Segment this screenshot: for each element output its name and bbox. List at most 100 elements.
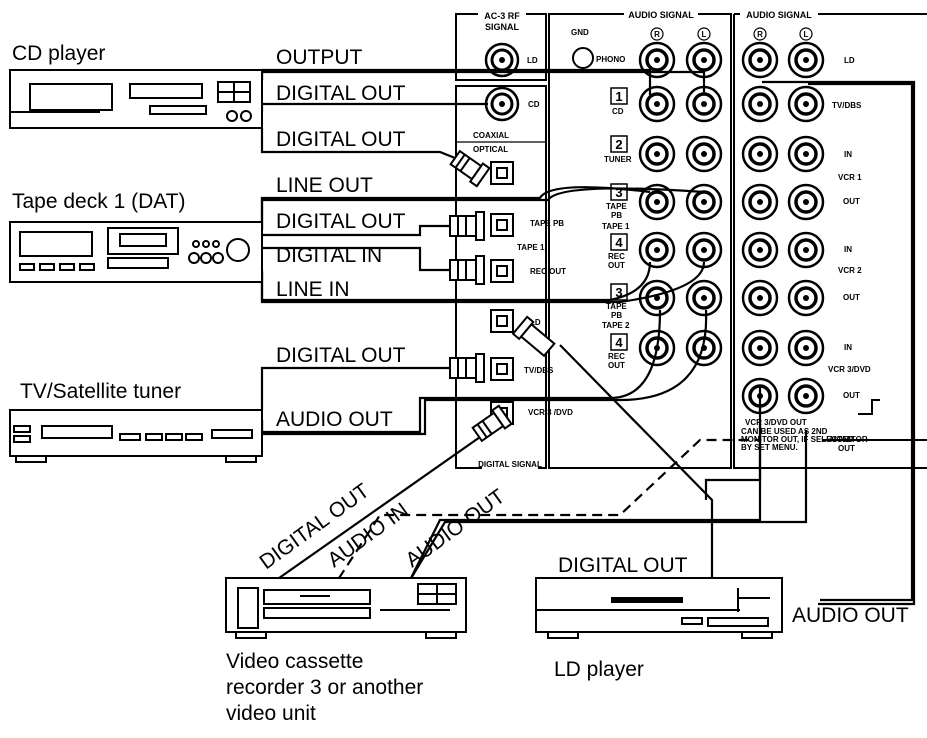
tape-line-in-label: LINE IN bbox=[276, 278, 350, 301]
audio-signal-header: AUDIO SIGNAL bbox=[628, 10, 694, 20]
svg-text:OUT: OUT bbox=[843, 391, 860, 400]
svg-text:OUT: OUT bbox=[838, 444, 855, 453]
svg-text:LD: LD bbox=[844, 56, 855, 65]
rca-jack bbox=[787, 329, 825, 367]
rca-jack bbox=[638, 231, 676, 269]
device-labels: CD player Tape deck 1 (DAT) TV/Satellite… bbox=[12, 42, 644, 725]
rca-jack bbox=[787, 231, 825, 269]
rca-jack bbox=[787, 41, 825, 79]
rca-jack bbox=[741, 183, 779, 221]
rca-jack bbox=[638, 135, 676, 173]
optical-label: OPTICAL bbox=[473, 145, 508, 154]
cd-output-label: OUTPUT bbox=[276, 46, 363, 69]
svg-text:VCR 2: VCR 2 bbox=[838, 266, 862, 275]
ac3-ld-label: LD bbox=[527, 56, 538, 65]
vcr-label-2: recorder 3 or another bbox=[226, 676, 423, 699]
optical-ports bbox=[490, 161, 514, 425]
svg-text:R: R bbox=[757, 30, 763, 39]
svg-text:BY SET MENU.: BY SET MENU. bbox=[741, 443, 798, 452]
cd-player bbox=[9, 69, 263, 129]
svg-text:L: L bbox=[702, 30, 707, 39]
rca-jack bbox=[787, 135, 825, 173]
gnd-terminal bbox=[572, 47, 594, 69]
coaxial-label: COAXIAL bbox=[473, 131, 509, 140]
svg-text:TAPE 1: TAPE 1 bbox=[602, 222, 630, 231]
svg-text:TAPE: TAPE bbox=[606, 202, 627, 211]
channel-markers: R L R L bbox=[650, 27, 813, 41]
coax-cd-label: CD bbox=[528, 100, 540, 109]
optical-labels: TAPE PB TAPE 1 REC OUT LD TV/DBS VCR 3 /… bbox=[517, 219, 573, 417]
digital-signal-label: DIGITAL SIGNAL bbox=[478, 460, 542, 469]
rca-jack bbox=[741, 85, 779, 123]
ld-optical-label: LD bbox=[530, 318, 541, 327]
svg-text:L: L bbox=[804, 30, 809, 39]
rca-jack bbox=[685, 231, 723, 269]
phono-label: PHONO bbox=[596, 55, 625, 64]
audio-jack-grid bbox=[638, 41, 825, 415]
tv-tuner-label: TV/Satellite tuner bbox=[20, 380, 181, 403]
rca-jack bbox=[741, 41, 779, 79]
tape-line-out-label: LINE OUT bbox=[276, 174, 373, 197]
tv-audio-out-label: AUDIO OUT bbox=[276, 408, 393, 431]
cd-digital-out-label-1: DIGITAL OUT bbox=[276, 82, 406, 105]
rca-jack bbox=[638, 85, 676, 123]
rca-jack bbox=[787, 377, 825, 415]
svg-text:REC: REC bbox=[608, 352, 625, 361]
cd-player-label: CD player bbox=[12, 42, 105, 65]
ld-player-label: LD player bbox=[554, 658, 644, 681]
svg-text:OUT: OUT bbox=[608, 361, 625, 370]
jack-coaxial-cd bbox=[484, 86, 520, 122]
vcr bbox=[225, 577, 467, 639]
tape-deck bbox=[9, 221, 263, 283]
ac3-title-2: SIGNAL bbox=[485, 22, 520, 32]
vcr-audio-in-cable bbox=[329, 398, 762, 593]
rca-jack bbox=[741, 329, 779, 367]
svg-text:OUT: OUT bbox=[843, 197, 860, 206]
rca-jack bbox=[638, 183, 676, 221]
tvdbs-optical-label: TV/DBS bbox=[524, 366, 554, 375]
rec-out-label: REC OUT bbox=[530, 267, 566, 276]
ld-audio-out-label: AUDIO OUT bbox=[792, 604, 909, 627]
svg-text:4: 4 bbox=[615, 335, 623, 350]
tape-digital-out-label: DIGITAL OUT bbox=[276, 210, 406, 233]
rca-jack bbox=[741, 231, 779, 269]
svg-text:4: 4 bbox=[615, 235, 623, 250]
gnd-label: GND bbox=[571, 28, 589, 37]
svg-text:MONITOR: MONITOR bbox=[830, 435, 868, 444]
ld-digital-out-label: DIGITAL OUT bbox=[558, 554, 688, 577]
svg-text:PB: PB bbox=[611, 211, 622, 220]
rca-jack bbox=[787, 85, 825, 123]
svg-text:OUT: OUT bbox=[843, 293, 860, 302]
tape1-label: TAPE 1 bbox=[517, 243, 545, 252]
vcr-audio-out-label: AUDIO OUT bbox=[401, 485, 509, 572]
vcr3-optical-label: VCR 3 /DVD bbox=[528, 408, 573, 417]
cable-labels: OUTPUT DIGITAL OUT DIGITAL OUT LINE OUT … bbox=[255, 46, 908, 627]
svg-text:VCR 3/DVD OUT: VCR 3/DVD OUT bbox=[745, 418, 807, 427]
svg-text:3: 3 bbox=[615, 185, 622, 200]
ac3-title-1: AC-3 RF bbox=[484, 11, 520, 21]
svg-text:CD: CD bbox=[612, 107, 624, 116]
svg-text:VCR 1: VCR 1 bbox=[838, 173, 862, 182]
svg-text:VCR 3/DVD: VCR 3/DVD bbox=[828, 365, 871, 374]
rca-jack bbox=[741, 279, 779, 317]
svg-text:R: R bbox=[654, 30, 660, 39]
svg-text:IN: IN bbox=[844, 150, 852, 159]
vcr-label-3: video unit bbox=[226, 702, 316, 725]
panel-labels: AC-3 RF SIGNAL AUDIO SIGNAL AUDIO SIGNAL… bbox=[478, 8, 818, 470]
svg-text:TV/DBS: TV/DBS bbox=[832, 101, 862, 110]
tape-pb-label: TAPE PB bbox=[530, 219, 564, 228]
audio-input-labels: 1 CD 2 TUNER 3 TAPE PB TAPE 1 4 REC OUT … bbox=[602, 87, 632, 370]
ld-player bbox=[535, 577, 783, 639]
vcr-digital-out-label: DIGITAL OUT bbox=[255, 479, 373, 574]
svg-text:OUT: OUT bbox=[608, 261, 625, 270]
tape-digital-in-label: DIGITAL IN bbox=[276, 244, 382, 267]
rca-jack bbox=[638, 329, 676, 367]
tape-deck-label: Tape deck 1 (DAT) bbox=[12, 190, 186, 213]
rca-jack bbox=[685, 183, 723, 221]
svg-text:PB: PB bbox=[611, 311, 622, 320]
audio-signal-header-2: AUDIO SIGNAL bbox=[746, 10, 812, 20]
optical-plugs bbox=[449, 149, 556, 443]
svg-text:IN: IN bbox=[844, 343, 852, 352]
